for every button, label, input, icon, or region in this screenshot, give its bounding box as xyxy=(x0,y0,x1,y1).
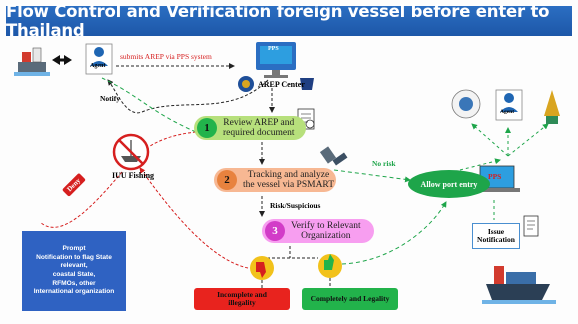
prompt-line: Notification to flag State xyxy=(36,253,112,261)
step-2-line2: the vessel via PSMART xyxy=(243,180,334,190)
prompt-line: RFMOs, other xyxy=(52,279,96,287)
agent-right-label: Agent xyxy=(500,109,515,115)
incomplete-illegality-box: Incomplete and illegality xyxy=(194,288,290,310)
pps-right-label: PPS xyxy=(488,172,502,181)
notify-label: Notify xyxy=(100,94,120,103)
complete-legality-box: Completely and Legality xyxy=(302,288,398,310)
prompt-line: relevant, xyxy=(60,262,88,270)
no-risk-label: No risk xyxy=(372,159,396,168)
step-3-number: 3 xyxy=(265,221,285,241)
step-3-line2: Organization xyxy=(301,231,351,241)
pps-monitor-icon xyxy=(256,42,296,78)
complete-legality-label: Completely and Legality xyxy=(310,294,390,303)
agent-label: Agent xyxy=(90,63,106,69)
allow-port-entry: Allow port entry xyxy=(408,170,490,198)
step-1-number: 1 xyxy=(197,118,217,138)
prompt-line: International organization xyxy=(33,288,115,296)
thumbs-up-icon xyxy=(318,254,342,278)
page-title: Flow Control and Verification foreign ve… xyxy=(6,2,550,40)
step-2-line1: Tracking and analyze xyxy=(247,170,330,180)
prompt-line: coastal State, xyxy=(52,271,96,278)
ship-icon xyxy=(14,47,50,76)
notification-document-icon xyxy=(523,215,539,237)
incomplete-line1: Incomplete and xyxy=(217,290,267,299)
badge-icon xyxy=(300,78,314,90)
step-1-line1: Review AREP and xyxy=(223,118,295,128)
cargo-ship-icon xyxy=(482,266,556,304)
step-2-number: 2 xyxy=(217,170,237,190)
iuu-fishing-label: IUU Fishing xyxy=(112,171,155,180)
submit-label: submits AREP via PPS system xyxy=(120,52,212,61)
prompt-line: Prompt xyxy=(62,245,86,253)
title-banner: Flow Control and Verification foreign ve… xyxy=(6,2,572,40)
incomplete-line2: illegality xyxy=(228,298,256,307)
step-3-line1: Verify to Relevant xyxy=(291,221,361,231)
prompt-notification-box: Prompt Notification to flag State releva… xyxy=(22,231,126,311)
satellite-icon xyxy=(319,146,348,166)
pps-screen-label: PPS xyxy=(268,46,279,52)
allow-port-entry-label: Allow port entry xyxy=(420,179,478,189)
risk-label: Risk/Suspicious xyxy=(270,201,321,210)
marine-department-icon xyxy=(544,90,560,124)
step-1-line2: required document xyxy=(223,128,295,138)
issue-line2: Notification xyxy=(477,235,515,244)
fisheries-seal-icon xyxy=(451,89,481,119)
iuu-fishing-icon xyxy=(112,133,150,171)
issue-line1: Issue xyxy=(487,226,505,236)
thumbs-down-icon xyxy=(250,256,274,280)
double-arrow-icon xyxy=(52,55,72,65)
issue-notification-box: Issue Notification xyxy=(472,223,520,249)
agent-icon xyxy=(85,43,113,75)
arep-center-label: AREP Center xyxy=(258,80,305,89)
agent-right-icon xyxy=(495,89,523,121)
